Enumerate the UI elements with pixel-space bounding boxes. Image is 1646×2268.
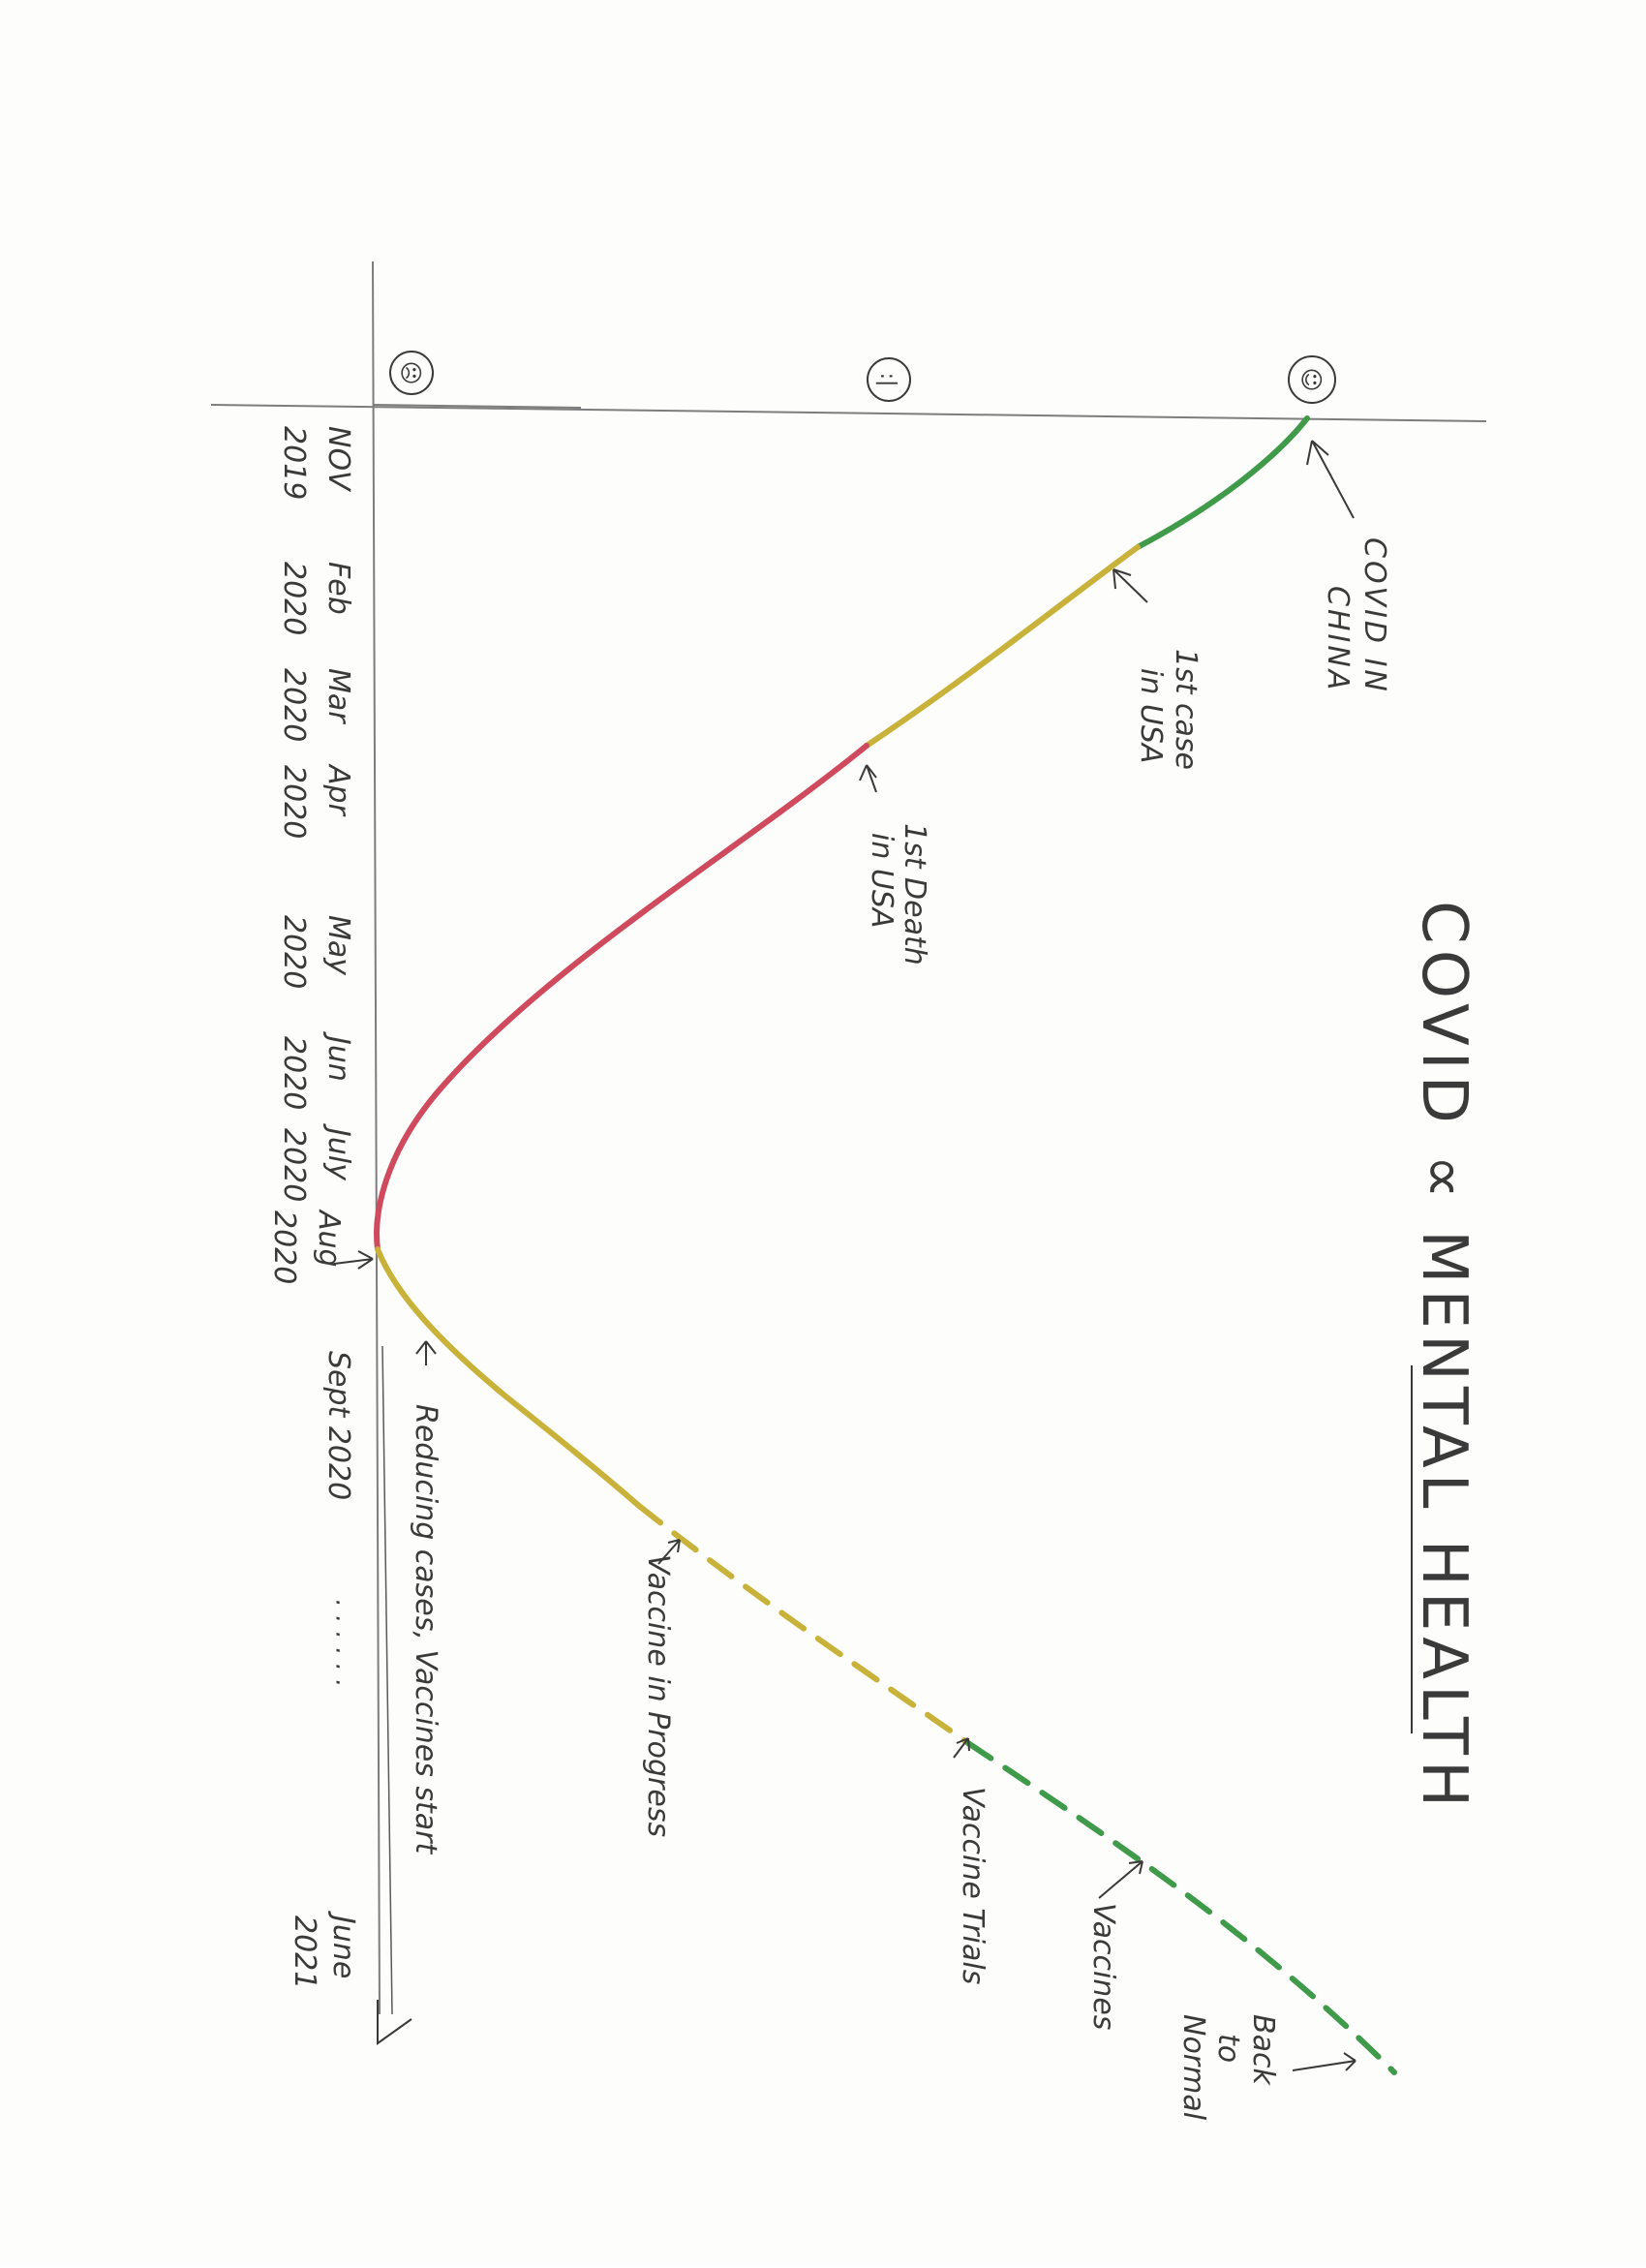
label-to: to [1211,2034,1245,2063]
tick-nov-month: NOV [321,426,355,493]
reducing-arrow-shaft [381,1345,393,2015]
arrow-first-death [859,764,877,793]
label-vaccines: Vaccines [1086,1903,1120,2030]
tick-jun-year: 2020 [277,1036,311,1110]
curve-green-start [1135,415,1310,550]
face-happy-glyph: ☺ [1297,367,1325,391]
time-axis-arrow [377,2000,412,2045]
tick-aug-month: Aug [312,1209,346,1268]
tick-mark-left [372,404,582,409]
curve-red-decline [374,743,869,1252]
label-vaccine-progress: Vaccine in Progress [641,1554,675,1837]
mood-axis-line [210,404,1487,422]
tick-june-month: June [326,1911,360,1978]
tick-may-month: May [321,915,355,976]
tick-june-year: 2021 [288,1916,321,1989]
tick-jun-month: Jun [321,1031,355,1082]
time-axis-line [372,261,381,2015]
curve-yellow-early [864,544,1141,749]
arrow-covid-china [1306,440,1355,519]
label-first-death-1: 1st Death [898,823,931,965]
curve-yellow-dashed [636,1503,971,1746]
arrow-lowest-point [333,1250,374,1270]
face-neutral: :| [867,357,911,402]
curve-green-dashed [965,1740,1397,2075]
face-sad: ☹ [389,351,434,395]
tick-apr-year: 2020 [277,765,311,839]
arrow-reducing [415,1340,437,1365]
arrow-vaccine-progress [657,1539,681,1565]
label-first-case-2: in USA [1134,668,1168,763]
arrow-vaccines [1098,1860,1143,1899]
tick-aug-year: 2020 [267,1211,301,1284]
label-vaccine-trials: Vaccine Trials [956,1787,990,1984]
face-happy: ☺ [1288,355,1336,404]
time-axis-labels: NOV 2019 Feb 2020 Mar 2020 Apr 2020 May … [267,426,360,1989]
tick-mar-month: Mar [321,668,355,724]
tick-mar-year: 2020 [277,668,311,742]
label-first-case-1: 1st case [1169,649,1203,770]
time-axis-ellipsis: · · · · · · [322,1598,351,1686]
label-reducing-cases: Reducing cases, Vaccines start [409,1404,442,1855]
label-back: Back [1246,2014,1280,2086]
label-covid-china-2: CHINA [1321,586,1355,692]
tick-nov-year: 2019 [277,426,311,500]
label-normal: Normal [1176,2014,1210,2121]
tick-feb-month: Feb [321,562,355,615]
tick-apr-month: Apr [321,763,355,817]
label-first-death-2: in USA [865,833,899,928]
tick-july-year: 2020 [277,1128,311,1202]
face-sad-glyph: ☹ [397,360,424,384]
arrow-vaccine-trials [953,1737,970,1759]
curve-yellow-recovery [375,1246,642,1509]
arrow-back-normal [1292,2052,1356,2071]
diagram-title: COVID ∝ MENTAL HEALTH [1408,901,1479,1813]
label-covid-china-1: COVID IN [1357,537,1391,694]
tick-may-year: 2020 [277,915,311,989]
tick-feb-year: 2020 [277,562,311,635]
face-neutral-glyph: :| [875,373,899,387]
tick-sept-label: Sept 2020 [321,1351,355,1500]
arrow-first-case [1113,568,1148,603]
tick-july-month: July [321,1123,355,1181]
